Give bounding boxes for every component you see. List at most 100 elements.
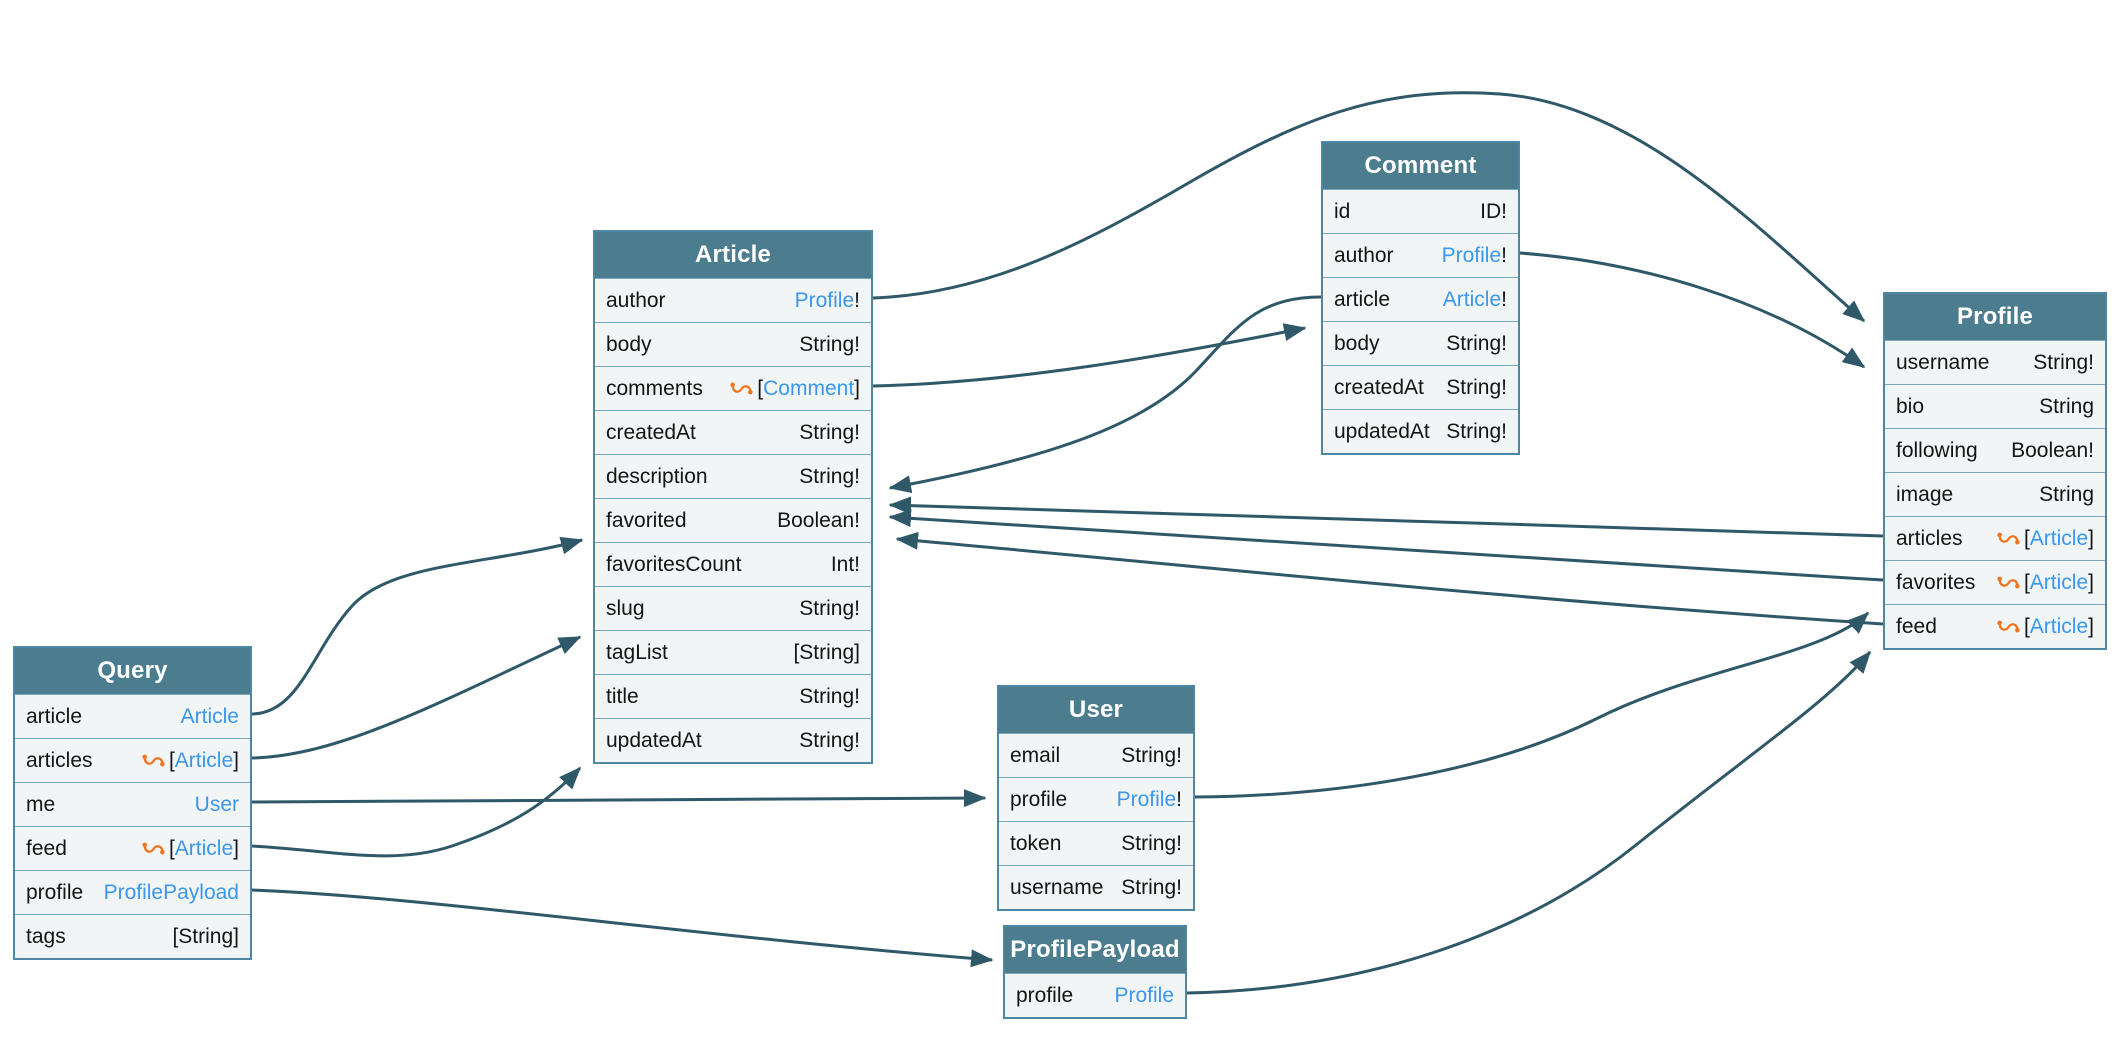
type-link[interactable]: Article: [2029, 570, 2089, 594]
type-bracket: ]: [2088, 570, 2094, 594]
field-row-comment-body[interactable]: body String!: [1323, 321, 1518, 365]
field-row-profile-feed[interactable]: feed [Article]: [1885, 604, 2105, 648]
field-row-user-username[interactable]: username String!: [999, 865, 1193, 909]
field-row-article-taglist[interactable]: tagList [String]: [595, 630, 871, 674]
field-type: [String]: [793, 641, 860, 665]
field-type: Article: [181, 705, 239, 729]
field-row-comment-article[interactable]: article Article!: [1323, 277, 1518, 321]
field-type: Profile!: [795, 289, 860, 313]
type-link[interactable]: Comment: [763, 376, 855, 400]
type-link[interactable]: User: [194, 792, 239, 816]
type-scalar: String!: [799, 332, 860, 356]
field-row-comment-createdat[interactable]: createdAt String!: [1323, 365, 1518, 409]
field-type: String!: [799, 421, 860, 445]
type-link[interactable]: Profile: [1441, 243, 1502, 267]
field-row-article-body[interactable]: body String!: [595, 322, 871, 366]
field-name: title: [606, 684, 639, 708]
type-scalar: String!: [799, 596, 860, 620]
type-link[interactable]: Profile: [1116, 787, 1177, 811]
field-row-article-updatedat[interactable]: updatedAt String!: [595, 718, 871, 762]
type-link[interactable]: Article: [1442, 287, 1502, 311]
field-row-comment-author[interactable]: author Profile!: [1323, 233, 1518, 277]
field-row-article-description[interactable]: description String!: [595, 454, 871, 498]
edge-profile-articles-to-article: [888, 496, 1884, 538]
type-scalar: Boolean!: [2011, 438, 2094, 462]
field-row-article-favoritescount[interactable]: favoritesCount Int!: [595, 542, 871, 586]
type-link[interactable]: Article: [174, 748, 234, 772]
field-row-profile-favorites[interactable]: favorites [Article]: [1885, 560, 2105, 604]
type-bracket: [: [2023, 614, 2030, 638]
type-bracket: [: [168, 748, 175, 772]
type-scalar: String!: [1121, 875, 1182, 899]
type-link[interactable]: Profile: [794, 288, 855, 312]
field-row-comment-updatedat[interactable]: updatedAt String!: [1323, 409, 1518, 453]
field-row-user-token[interactable]: token String!: [999, 821, 1193, 865]
type-link[interactable]: Profile: [1114, 983, 1174, 1007]
field-name: createdAt: [606, 420, 696, 444]
type-link[interactable]: ProfilePayload: [103, 880, 239, 904]
type-scalar: String!: [799, 684, 860, 708]
field-name: createdAt: [1334, 375, 1424, 399]
field-row-profile-articles[interactable]: articles [Article]: [1885, 516, 2105, 560]
field-name: favorited: [606, 508, 687, 532]
type-link[interactable]: Article: [2029, 526, 2089, 550]
field-row-query-me[interactable]: me User: [15, 782, 250, 826]
field-row-user-profile[interactable]: profile Profile!: [999, 777, 1193, 821]
field-row-article-comments[interactable]: comments [Comment]: [595, 366, 871, 410]
type-link[interactable]: Article: [174, 836, 234, 860]
edge-query-feed-to-article: [251, 766, 582, 858]
table-header-profilepayload[interactable]: ProfilePayload: [1005, 927, 1185, 973]
field-row-query-article[interactable]: article Article: [15, 694, 250, 738]
field-name: comments: [606, 376, 703, 400]
field-row-profilepayload-profile[interactable]: profile Profile: [1005, 973, 1185, 1017]
field-type: String!: [799, 333, 860, 357]
field-row-query-feed[interactable]: feed [Article]: [15, 826, 250, 870]
field-name: body: [1334, 331, 1380, 355]
field-row-article-author[interactable]: author Profile!: [595, 278, 871, 322]
field-row-query-tags[interactable]: tags [String]: [15, 914, 250, 958]
field-row-user-email[interactable]: email String!: [999, 733, 1193, 777]
field-type: String: [2039, 483, 2094, 507]
field-row-profile-username[interactable]: username String!: [1885, 340, 2105, 384]
type-scalar: String!: [1121, 743, 1182, 767]
field-type: String!: [799, 729, 860, 753]
type-link[interactable]: Article: [2029, 614, 2089, 638]
field-row-article-slug[interactable]: slug String!: [595, 586, 871, 630]
field-row-profile-image[interactable]: image String: [1885, 472, 2105, 516]
field-row-article-title[interactable]: title String!: [595, 674, 871, 718]
field-type: [String]: [172, 925, 239, 949]
field-row-article-favorited[interactable]: favorited Boolean!: [595, 498, 871, 542]
field-type: String!: [799, 465, 860, 489]
field-row-query-articles[interactable]: articles [Article]: [15, 738, 250, 782]
field-type: User: [195, 793, 239, 817]
table-header-profile[interactable]: Profile: [1885, 294, 2105, 340]
field-name: token: [1010, 831, 1062, 855]
field-type: Profile: [1114, 984, 1174, 1008]
field-row-comment-id[interactable]: id ID!: [1323, 189, 1518, 233]
field-name: username: [1896, 350, 1990, 374]
type-scalar: String!: [2033, 350, 2094, 374]
field-type: [Article]: [1996, 615, 2094, 639]
table-header-comment[interactable]: Comment: [1323, 143, 1518, 189]
field-row-query-profile[interactable]: profile ProfilePayload: [15, 870, 250, 914]
field-row-profile-bio[interactable]: bio String: [1885, 384, 2105, 428]
field-name: feed: [1896, 614, 1937, 638]
table-header-user[interactable]: User: [999, 687, 1193, 733]
field-type: String!: [1121, 744, 1182, 768]
field-row-profile-following[interactable]: following Boolean!: [1885, 428, 2105, 472]
type-table-article: Article author Profile! body String! com…: [593, 230, 873, 764]
type-scalar: Int!: [830, 552, 860, 576]
field-type: String!: [2033, 351, 2094, 375]
table-header-query[interactable]: Query: [15, 648, 250, 694]
field-row-article-createdat[interactable]: createdAt String!: [595, 410, 871, 454]
list-connection-icon: [1997, 576, 2020, 589]
field-type: Boolean!: [2011, 439, 2094, 463]
type-table-profile: Profile username String! bio String foll…: [1883, 292, 2107, 650]
field-name: slug: [606, 596, 645, 620]
type-bracket: [: [2023, 570, 2030, 594]
table-header-article[interactable]: Article: [595, 232, 871, 278]
list-connection-icon: [1997, 620, 2020, 633]
type-link[interactable]: Article: [180, 704, 239, 728]
field-name: description: [606, 464, 708, 488]
field-type: Article!: [1443, 288, 1507, 312]
